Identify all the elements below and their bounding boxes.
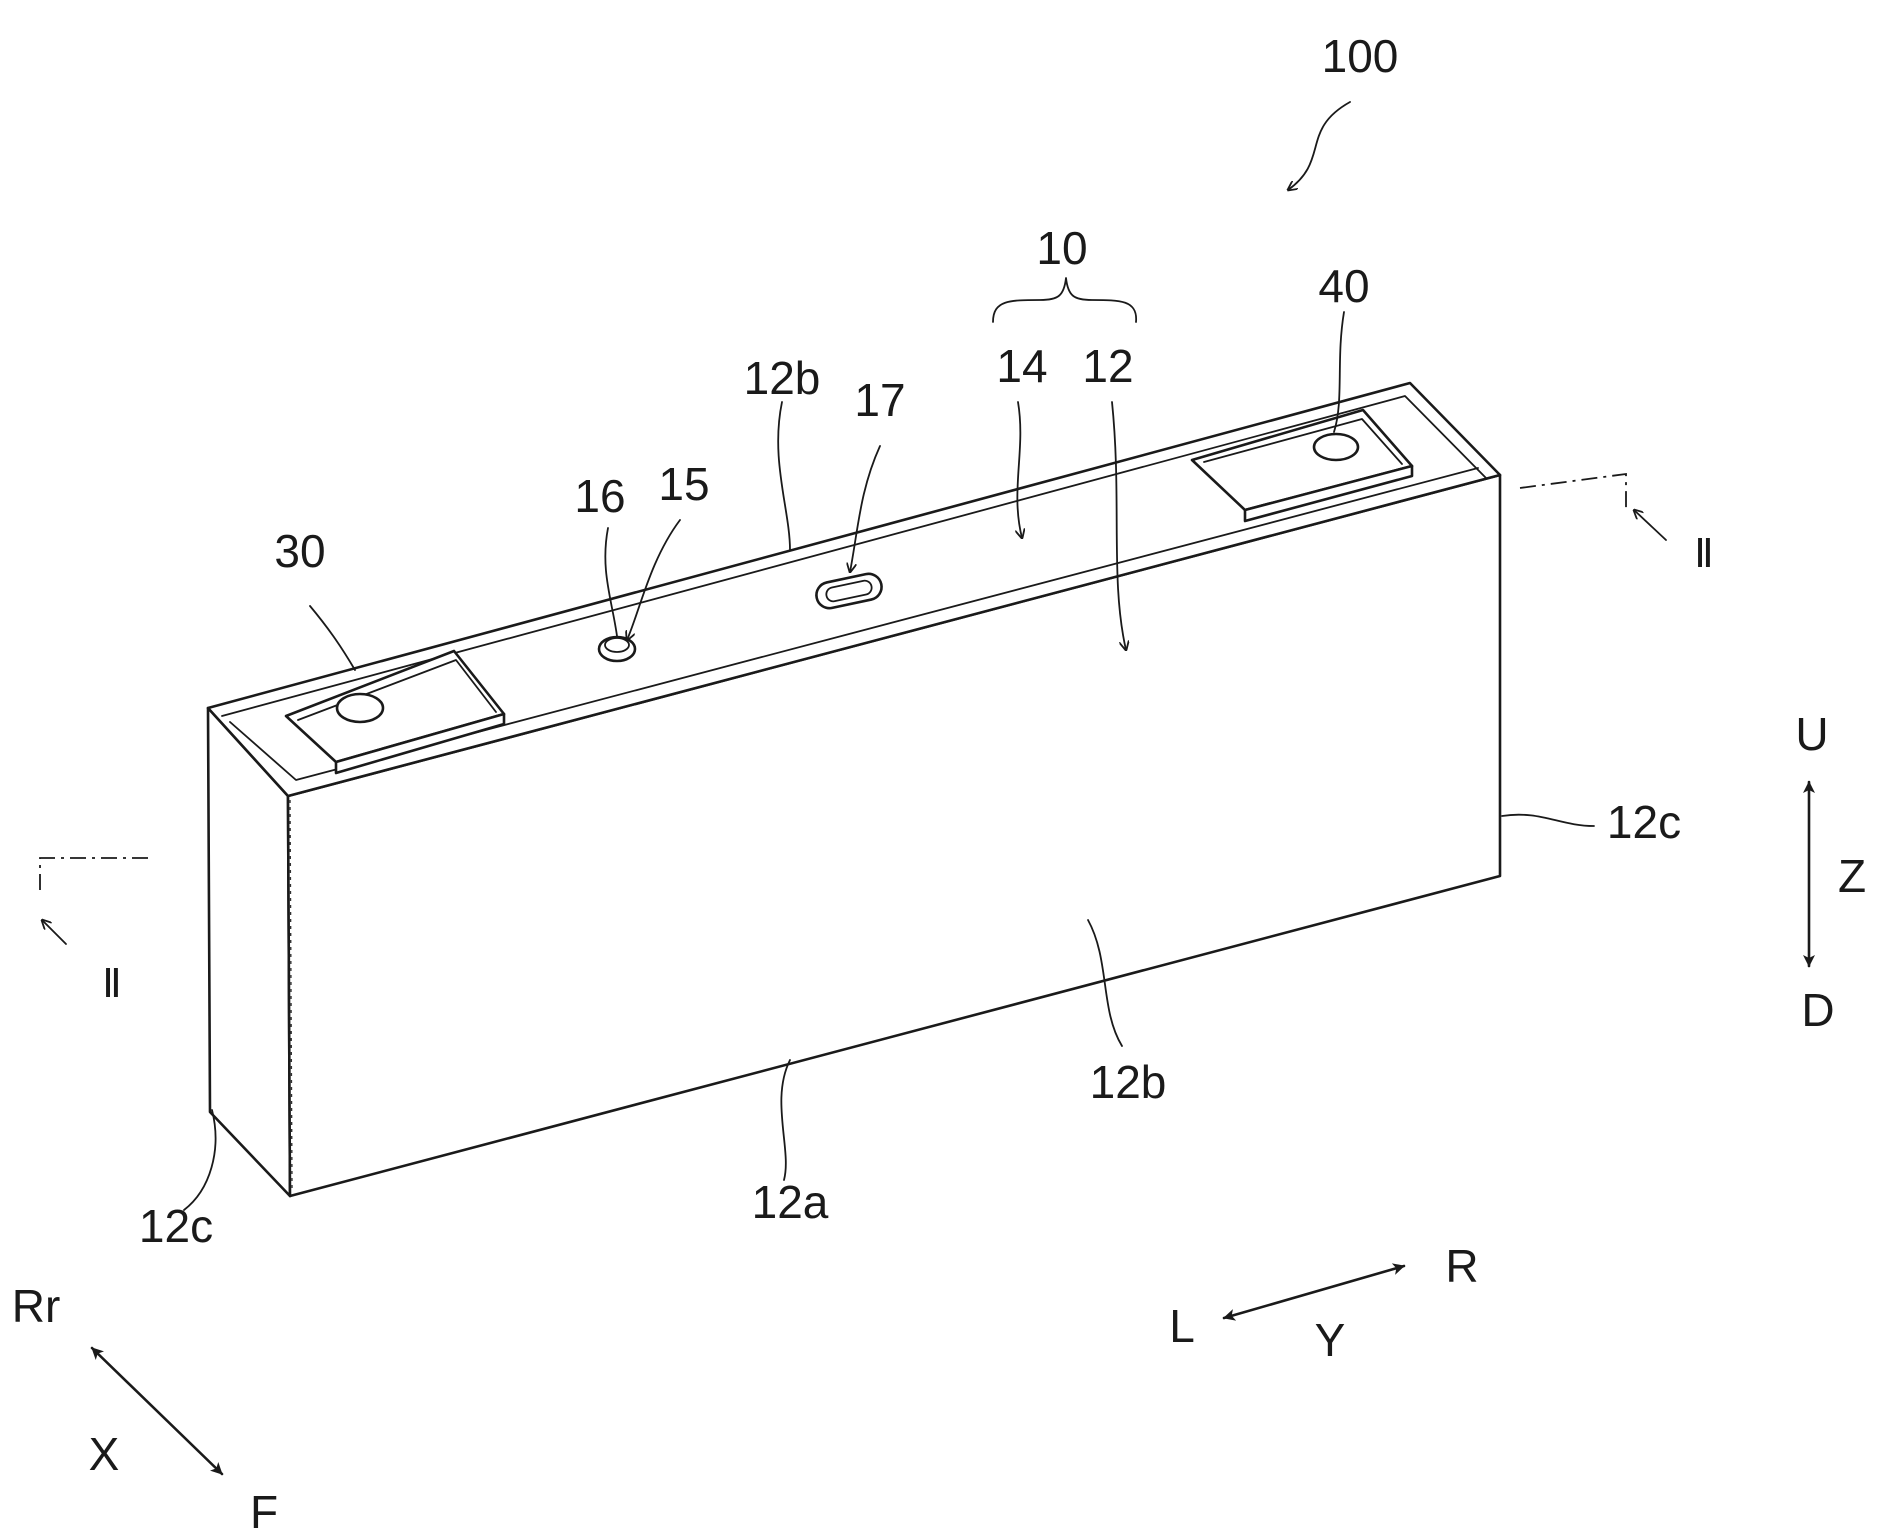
label-12b-top: 12b (744, 352, 821, 404)
label-30: 30 (274, 525, 325, 577)
label-12b-front: 12b (1090, 1056, 1167, 1108)
label-right: R (1445, 1240, 1478, 1292)
label-y: Y (1315, 1314, 1346, 1366)
label-front: F (250, 1486, 278, 1538)
label-17: 17 (854, 374, 905, 426)
label-16: 16 (574, 470, 625, 522)
negative-terminal-bolt (337, 694, 383, 722)
label-10: 10 (1036, 222, 1087, 274)
label-up: U (1795, 708, 1828, 760)
label-rear: Rr (12, 1280, 61, 1332)
brace-10 (993, 278, 1136, 322)
label-100: 100 (1322, 30, 1399, 82)
positive-terminal-bolt (1314, 434, 1358, 460)
label-z: Z (1838, 850, 1866, 902)
label-12c-right: 12c (1607, 796, 1681, 848)
label-12: 12 (1082, 340, 1133, 392)
section-mark-right: Ⅱ (1694, 531, 1714, 576)
label-left: L (1169, 1300, 1195, 1352)
y-axis-arrow (1224, 1266, 1404, 1318)
label-15: 15 (658, 458, 709, 510)
section-mark-left: Ⅱ (102, 961, 122, 1006)
label-12a: 12a (752, 1176, 829, 1228)
pour-hole (599, 637, 635, 661)
label-40: 40 (1318, 260, 1369, 312)
label-14: 14 (996, 340, 1047, 392)
label-12c-left: 12c (139, 1200, 213, 1252)
label-x: X (89, 1428, 120, 1480)
label-down: D (1801, 984, 1834, 1036)
